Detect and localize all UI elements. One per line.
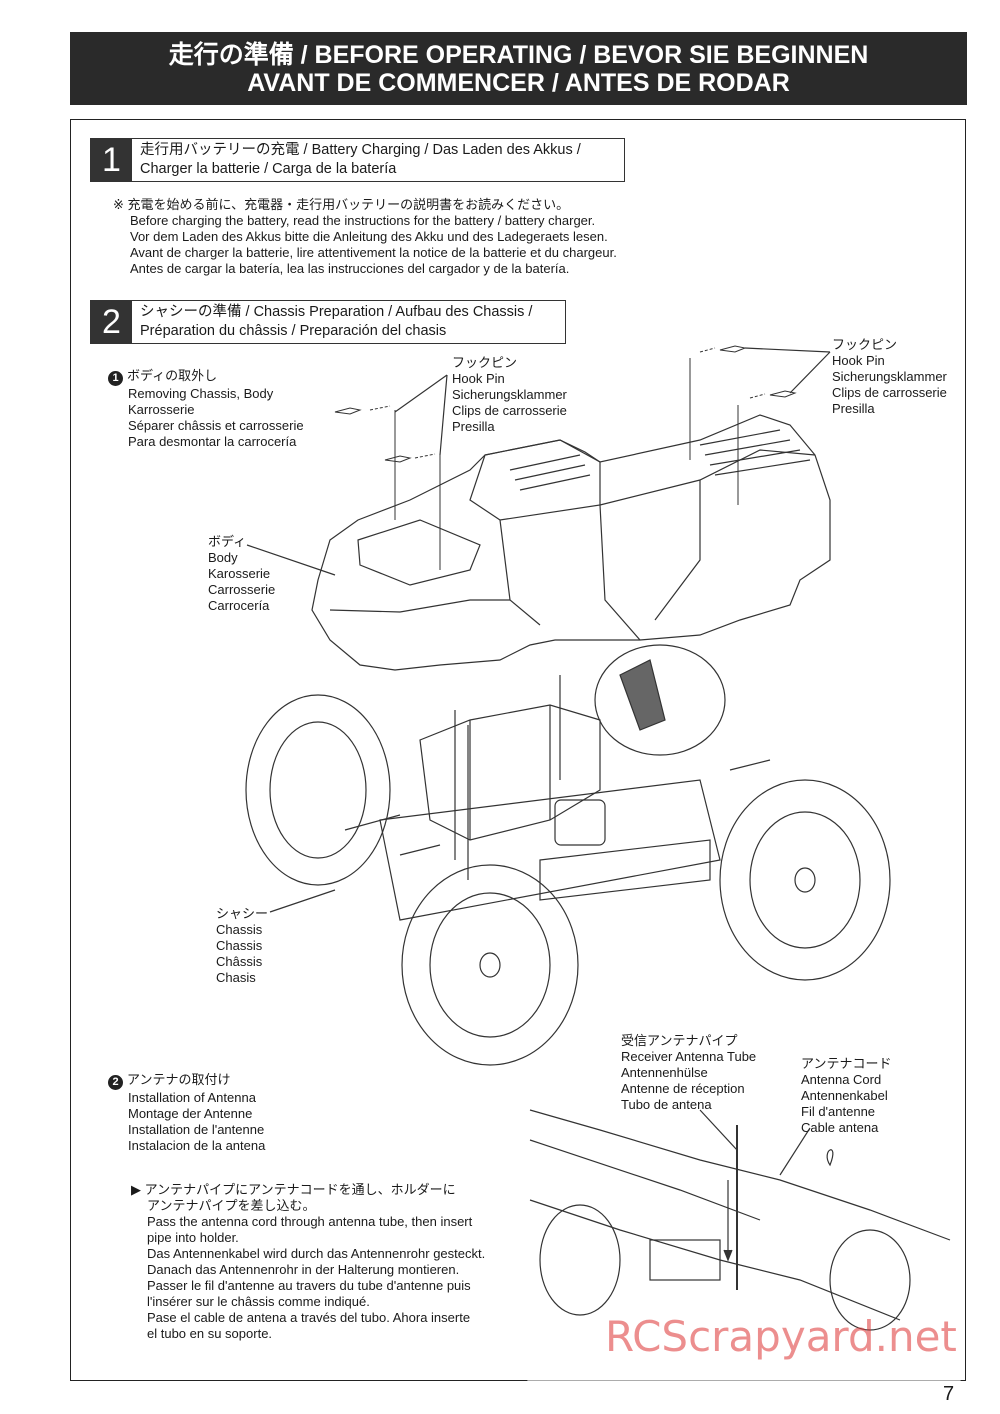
chassis-drawing [245,644,891,1066]
body-fr: Carrosserie [208,582,276,597]
hookpin-r-jp: フックピン [832,337,898,352]
instr-8: Pase el cable de antena a través del tub… [147,1310,471,1325]
instr-0: ▶ アンテナパイプにアンテナコードを通し、ホルダーに [131,1182,456,1197]
hookpin-c-en: Hook Pin [452,371,505,386]
cord-es: Cable antena [801,1120,879,1135]
instr-2: Pass the antenna cord through antenna tu… [147,1214,473,1229]
sub1-line-de: Karrosserie [128,402,195,417]
note-line-en: Before charging the battery, read the in… [130,213,596,228]
sub2-line-fr: Installation de l'antenne [128,1122,265,1137]
chassis-de: Chassis [216,938,263,953]
antenna-tube-label: 受信アンテナパイプ Receiver Antenna Tube Antennen… [621,1033,756,1113]
tube-jp: 受信アンテナパイプ [621,1033,738,1048]
cord-en: Antenna Cord [801,1072,882,1087]
step-2-box: 2 シャシーの準備 / Chassis Preparation / Aufbau… [90,300,566,344]
tube-es: Tubo de antena [621,1097,712,1112]
sub-step-1-label: 1 ボディの取外し Removing Chassis, Body Karrosse… [108,368,304,450]
sub1-line-jp: ボディの取外し [127,368,218,383]
note-line-fr: Avant de charger la batterie, lire atten… [130,245,617,260]
tube-fr: Antenne de réception [621,1081,745,1096]
sub-step-2-label: 2 アンテナの取付け Installation of Antenna Montag… [108,1072,265,1154]
chassis-label: シャシー Chassis Chassis Châssis Chasis [216,906,268,986]
page-header: 走行の準備 / BEFORE OPERATING / BEVOR SIE BEG… [70,32,967,105]
hookpin-r-de: Sicherungsklammer [832,369,947,384]
antenna-cord-label: アンテナコード Antenna Cord Antennenkabel Fil d… [801,1056,891,1136]
body-de: Karosserie [208,566,271,581]
sub-step-2-marker: 2 [108,1075,123,1090]
chassis-fr: Châssis [216,954,263,969]
step-1-note: ※ 充電を始める前に、充電器・走行用バッテリーの説明書をお読みください。 Bef… [113,197,617,277]
step-2-title-line-1: シャシーの準備 / Chassis Preparation / Aufbau d… [140,304,533,320]
hook-pin-drawings [334,345,797,570]
chassis-en: Chassis [216,922,263,937]
body-es: Carrocería [208,598,270,613]
tube-en: Receiver Antenna Tube [621,1049,757,1064]
hookpin-c-fr: Clips de carrosserie [452,403,567,418]
step-1-box: 1 走行用バッテリーの充電 / Battery Charging / Das L… [90,138,625,182]
page-number: 7 [943,1383,955,1405]
step-1-title: 走行用バッテリーの充電 / Battery Charging / Das Lad… [140,141,581,179]
sub-step-1-marker: 1 [108,371,123,386]
instr-6: Passer le fil d'antenne au travers du tu… [147,1278,471,1293]
instr-5: Danach das Antennenrohr in der Halterung… [147,1262,460,1277]
hookpin-r-fr: Clips de carrosserie [832,385,947,400]
hookpin-r-es: Presilla [832,401,875,416]
step-2-number: 2 [91,301,132,343]
hookpin-c-jp: フックピン [452,355,518,370]
header-line-2: AVANT DE COMMENCER / ANTES DE RODAR [247,69,790,97]
instr-9: el tubo en su soporte. [147,1326,273,1341]
instr-4: Das Antennenkabel wird durch das Antenne… [147,1246,486,1261]
body-en: Body [208,550,238,565]
hookpin-c-es: Presilla [452,419,495,434]
instr-3: pipe into holder. [147,1230,239,1245]
hook-pin-label-center: フックピン Hook Pin Sicherungsklammer Clips d… [452,355,567,435]
content-frame [70,119,966,1381]
step-1-title-line-2: Charger la batterie / Carga de la baterí… [140,161,397,177]
hookpin-c-de: Sicherungsklammer [452,387,567,402]
body-label: ボディ Body Karosserie Carrosserie Carrocer… [208,534,275,614]
hookpin-r-en: Hook Pin [832,353,885,368]
watermark: RCScrapyard.net [605,1312,957,1361]
sub1-line-fr: Séparer châssis et carrosserie [128,418,304,433]
sub2-line-de: Montage der Antenne [128,1106,253,1121]
sub2-line-jp: アンテナの取付け [127,1072,231,1087]
cord-jp: アンテナコード [801,1056,892,1071]
body-jp: ボディ [208,534,247,549]
hook-pin-label-right: フックピン Hook Pin Sicherungsklammer Clips d… [832,337,947,417]
note-line-es: Antes de cargar la batería, lea las inst… [130,261,570,276]
chassis-es: Chasis [216,970,256,985]
header-line-1: 走行の準備 / BEFORE OPERATING / BEVOR SIE BEG… [168,41,869,69]
antenna-instructions: ▶ アンテナパイプにアンテナコードを通し、ホルダーに アンテナパイプを差し込む。… [131,1182,485,1342]
truck-body-drawing [311,414,831,671]
note-line-de: Vor dem Laden des Akkus bitte die Anleit… [130,229,608,244]
note-jp: ※ 充電を始める前に、充電器・走行用バッテリーの説明書をお読みください。 [113,197,570,212]
chassis-jp: シャシー [216,906,269,921]
cord-de: Antennenkabel [801,1088,888,1103]
sub1-line-es: Para desmontar la carrocería [128,434,297,449]
sub2-line-en: Installation of Antenna [128,1090,256,1105]
step-2-title: シャシーの準備 / Chassis Preparation / Aufbau d… [140,303,532,341]
step-1-number: 1 [91,139,132,181]
tube-de: Antennenhülse [621,1065,708,1080]
cord-fr: Fil d'antenne [801,1104,876,1119]
sub1-line-en: Removing Chassis, Body [128,386,274,401]
instr-7: l'insérer sur le châssis comme indiqué. [147,1294,370,1309]
instr-1: アンテナパイプを差し込む。 [147,1198,316,1213]
step-2-title-line-2: Préparation du châssis / Preparación del… [140,323,447,339]
step-1-title-line-1: 走行用バッテリーの充電 / Battery Charging / Das Lad… [140,142,581,158]
sub2-line-es: Instalacion de la antena [128,1138,266,1153]
antenna-detail-drawing [527,1104,961,1381]
